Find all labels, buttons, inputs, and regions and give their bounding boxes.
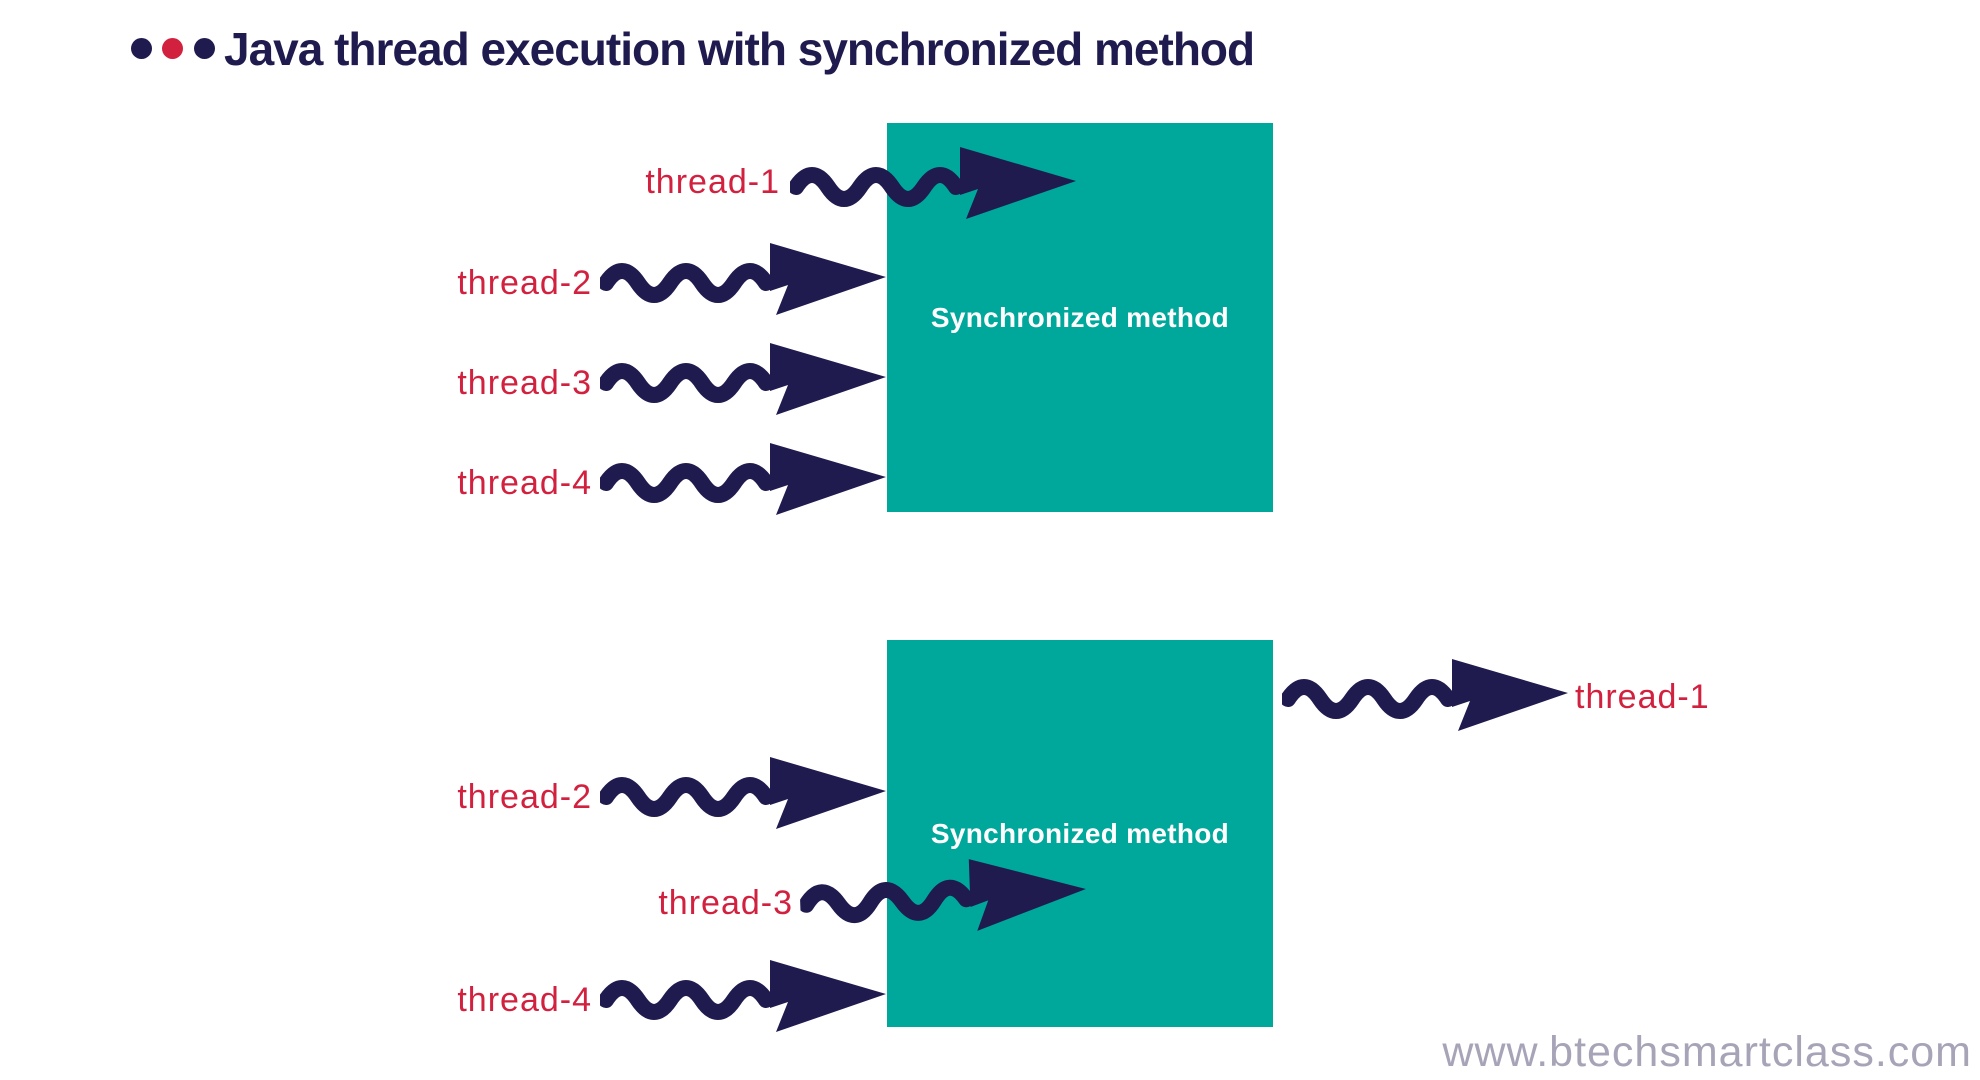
thread-1-entering-arrow-icon (790, 137, 1080, 221)
synchronized-method-box-bottom: Synchronized method (887, 640, 1273, 1027)
watermark-text: www.btechsmartclass.com (1442, 1028, 1972, 1076)
bullet-dot-icon (131, 38, 152, 59)
thread-3-entering-arrow-icon (799, 845, 1092, 939)
thread-2-waiting-arrow-icon (600, 233, 890, 317)
thread-1-label-top: thread-1 (645, 163, 780, 201)
thread-2-waiting-arrow-icon (600, 747, 890, 831)
thread-1-exiting-arrow-icon (1282, 649, 1572, 733)
thread-2-label-bottom: thread-2 (457, 778, 592, 816)
synchronized-method-label: Synchronized method (930, 301, 1230, 333)
thread-3-label-bottom: thread-3 (658, 884, 793, 922)
bullet-dot-icon (194, 38, 215, 59)
thread-4-label-top: thread-4 (457, 464, 592, 502)
synchronized-method-label: Synchronized method (930, 817, 1230, 849)
thread-4-waiting-arrow-icon (600, 950, 890, 1034)
page-title: Java thread execution with synchronized … (224, 23, 1255, 75)
thread-1-label-bottom: thread-1 (1575, 678, 1710, 716)
thread-2-label-top: thread-2 (457, 264, 592, 302)
bullet-dot-icon (162, 38, 183, 59)
thread-4-waiting-arrow-icon (600, 433, 890, 517)
thread-3-label-top: thread-3 (457, 364, 592, 402)
thread-3-waiting-arrow-icon (600, 333, 890, 417)
thread-4-label-bottom: thread-4 (457, 981, 592, 1019)
